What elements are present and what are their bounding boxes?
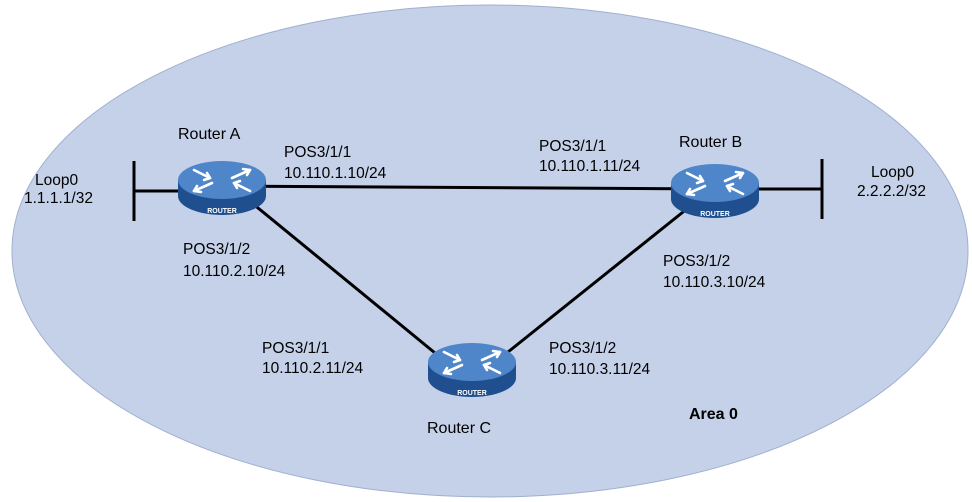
link-a-c-a-iface: POS3/1/2: [183, 241, 251, 258]
area-label: Area 0: [689, 406, 738, 423]
link-a-c-c-iface: POS3/1/1: [262, 340, 330, 357]
link-a-b-a-iface: POS3/1/1: [284, 144, 352, 161]
link-a-b-b-ip: 10.110.1.11/24: [539, 158, 641, 175]
link-a-b-b-iface: POS3/1/1: [539, 138, 607, 155]
router-a-badge: ROUTER: [207, 208, 237, 215]
router-c-name: Router C: [427, 420, 492, 437]
router-icon: [669, 162, 761, 220]
router-b-name: Router B: [679, 134, 743, 151]
link-a-c-c-ip: 10.110.2.11/24: [262, 360, 364, 377]
router-a-name: Router A: [178, 126, 241, 143]
router-a[interactable]: ROUTER: [176, 159, 268, 217]
link-a-c-a-ip: 10.110.2.10/24: [183, 263, 286, 280]
router-b[interactable]: ROUTER: [669, 162, 761, 220]
link-b-c-b-ip: 10.110.3.10/24: [663, 274, 766, 291]
loopback-b-name: Loop0: [871, 164, 915, 181]
link-b-c-c-iface: POS3/1/2: [549, 340, 617, 357]
link-b-c-c-ip: 10.110.3.11/24: [549, 361, 651, 378]
loopback-b-ip: 2.2.2.2/32: [857, 183, 926, 200]
router-c-badge: ROUTER: [457, 390, 487, 397]
ospf-area-ellipse: [11, 4, 969, 498]
router-c[interactable]: ROUTER: [426, 341, 518, 399]
loopback-a-ip: 1.1.1.1/32: [24, 190, 93, 207]
router-icon: [176, 159, 268, 217]
link-a-c: [251, 201, 447, 364]
router-icon: [426, 341, 518, 399]
link-b-c-b-iface: POS3/1/2: [663, 253, 731, 270]
link-a-b: [221, 184, 717, 191]
link-a-b-a-ip: 10.110.1.10/24: [284, 165, 387, 182]
link-b-c: [502, 202, 694, 358]
loopback-a-name: Loop0: [35, 172, 79, 189]
router-b-badge: ROUTER: [700, 211, 730, 218]
